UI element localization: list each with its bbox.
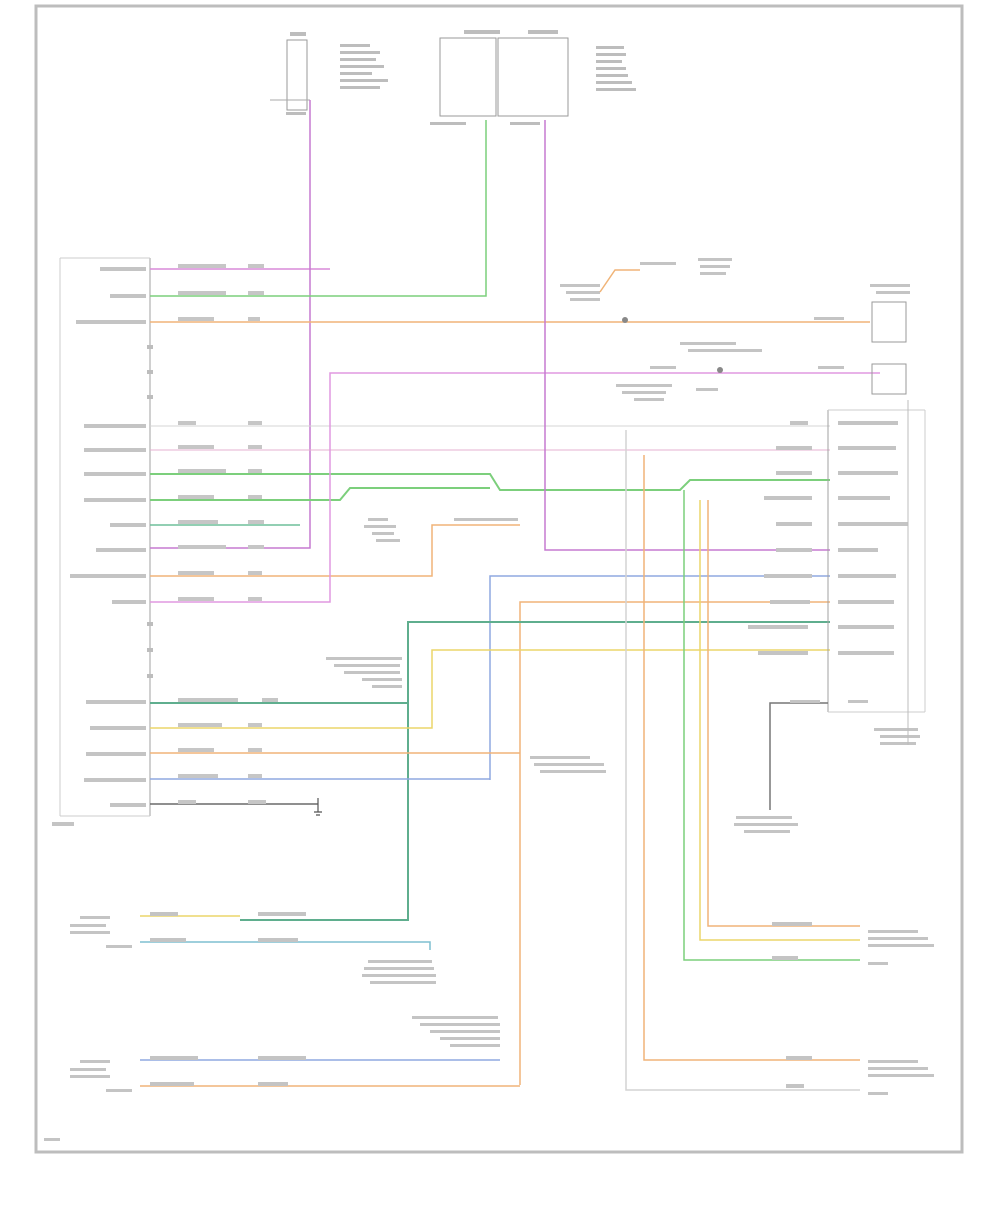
- right-wire-labels: [748, 421, 812, 655]
- bottom-left-wires: [140, 915, 520, 1087]
- left-wire-labels: [178, 264, 278, 804]
- footer-mark: [44, 1138, 60, 1141]
- right-ground: [734, 700, 868, 833]
- wire-orange-3: [519, 601, 830, 1085]
- right-module: [827, 409, 926, 713]
- wire-yellow-1: [150, 649, 830, 729]
- wire-green-2: [150, 473, 830, 501]
- splice-dot: [622, 317, 628, 323]
- top-left-connector-labels: [286, 32, 388, 115]
- wire-blue-1: [489, 575, 830, 780]
- left-module-pin-markers: [147, 345, 153, 678]
- top-middle-connector-labels: [430, 30, 636, 125]
- bottom-left-connector-labels: [70, 912, 500, 1092]
- orange-switch-wire: [599, 269, 640, 293]
- wire-green-1: [150, 120, 487, 297]
- left-module-pin-labels: [52, 267, 146, 826]
- wire-pink-1: [150, 100, 330, 549]
- right-top-connector: [871, 301, 907, 395]
- splice-dot: [717, 367, 723, 373]
- ground-icon: [314, 798, 322, 816]
- right-speaker-wires: [625, 430, 860, 1091]
- top-middle-connector: [439, 37, 569, 117]
- wire-pink-3: [544, 120, 830, 551]
- wire-pink-2: [150, 372, 880, 603]
- diagram-frame: [34, 4, 964, 1154]
- middle-labels: [326, 258, 762, 773]
- right-module-pin-labels: [838, 421, 920, 745]
- left-module: [59, 257, 151, 817]
- right-top-connector-labels: [814, 284, 910, 369]
- bottom-right-connector-labels: [772, 922, 934, 1095]
- wire-darkgreen-1: [150, 621, 830, 921]
- wire-orange-2: [150, 524, 520, 577]
- top-left-connector: [270, 39, 310, 111]
